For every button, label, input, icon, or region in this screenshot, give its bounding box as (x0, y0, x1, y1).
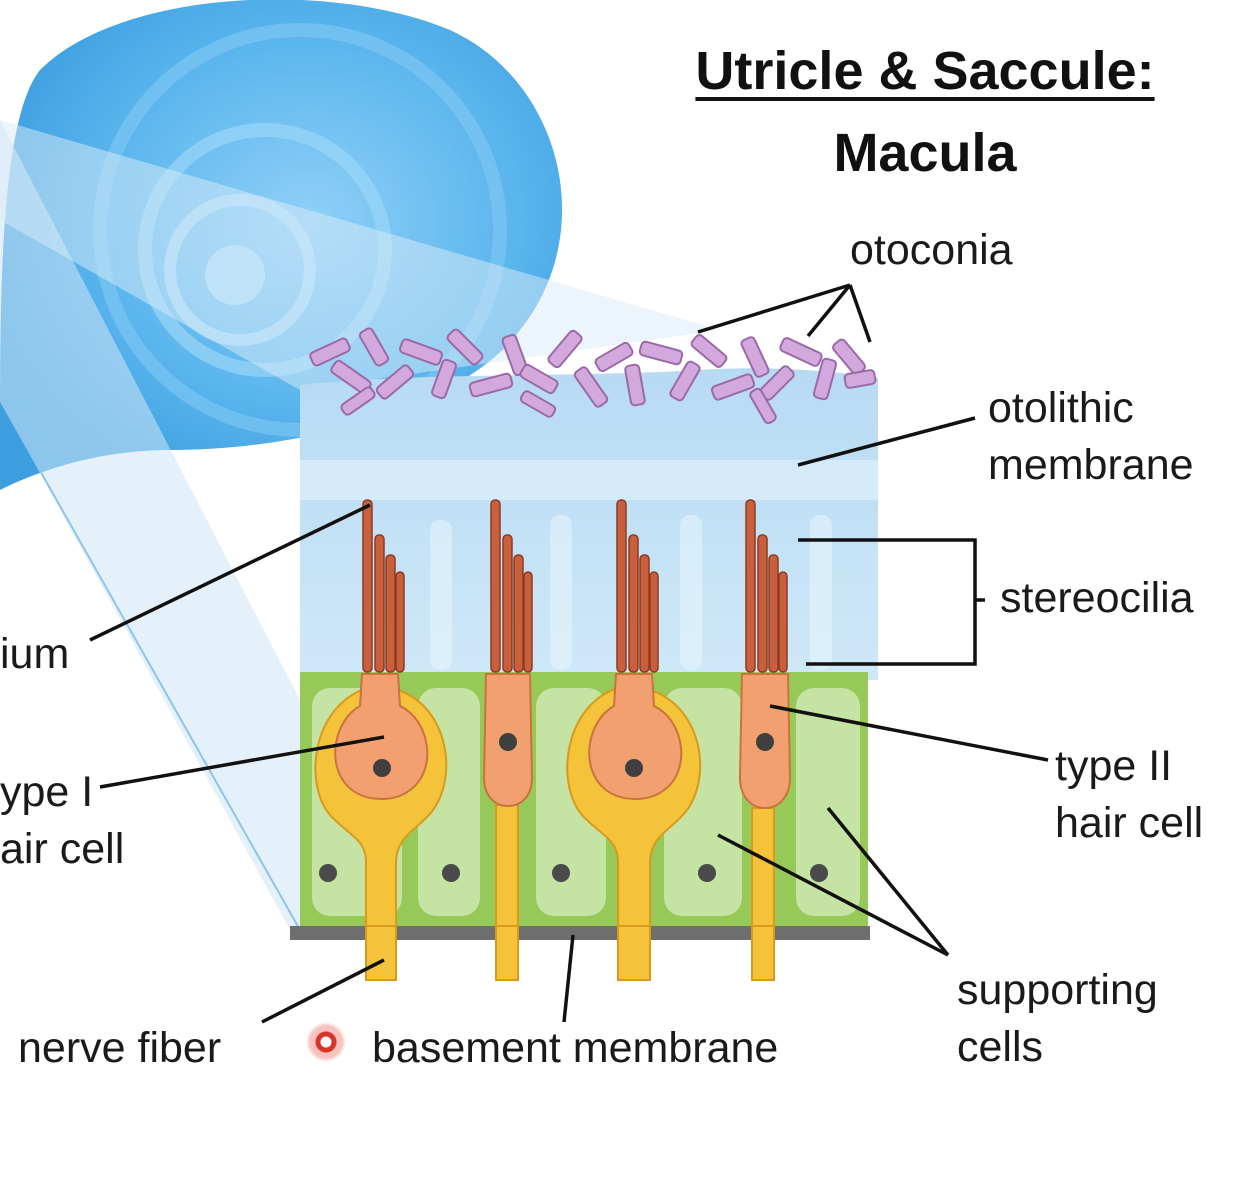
label-type1-hair-cell: ype I air cell (0, 768, 125, 873)
label-otolithic-membrane: otolithic membrane (988, 384, 1194, 489)
basement-leader (562, 934, 575, 1023)
nerve-leader (261, 958, 385, 1024)
otolithic-leader (797, 416, 976, 467)
label-stereocilia: stereocilia (1000, 574, 1194, 622)
otoconia-leader (697, 283, 872, 343)
label-basement-membrane: basement membrane (372, 1024, 779, 1072)
otolithic-membrane (300, 368, 878, 680)
kinocilium-leader (89, 503, 371, 642)
stereocilia-bracket (798, 538, 985, 666)
supporting-leader (717, 806, 950, 957)
stereocilia-bundles (362, 499, 788, 673)
leader-lines (89, 283, 1049, 1024)
type2-leader (769, 704, 1049, 762)
hair-cell-nuclei (373, 733, 774, 777)
label-otoconia: otoconia (850, 226, 1013, 274)
title-line1: Utricle & Saccule: (695, 41, 1155, 101)
basement-membrane-band (290, 926, 870, 940)
label-nerve-fiber: nerve fiber (18, 1024, 222, 1072)
nerve-fiber-ends (365, 925, 775, 981)
title-line2: Macula (833, 123, 1017, 183)
label-kinocilium: ium (0, 630, 70, 678)
otoconia-crystals (309, 327, 877, 425)
supporting-cell-nuclei (319, 864, 828, 882)
type1-leader (99, 735, 385, 789)
label-supporting-cells: supporting cells (957, 966, 1158, 1071)
zoom-wedge (0, 120, 300, 930)
label-type2-hair-cell: type II hair cell (1055, 742, 1204, 847)
red-pointer-dot-icon (306, 1022, 346, 1062)
